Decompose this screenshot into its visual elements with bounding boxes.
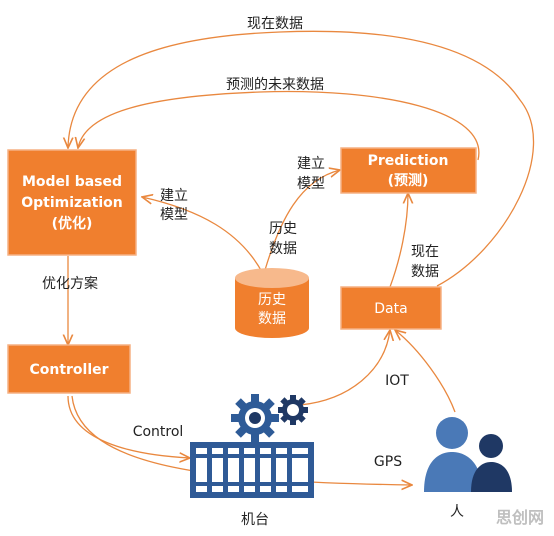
label-control: Control <box>133 424 184 440</box>
optimization-label-1: Model based <box>22 174 122 190</box>
arrow-person-to-data <box>395 330 456 413</box>
label-person: 人 <box>450 504 464 520</box>
optimization-label-3: (优化) <box>52 215 93 232</box>
prediction-label-1: Prediction <box>368 153 449 169</box>
database-cylinder-icon: 历史 数据 <box>235 268 309 338</box>
label-history-data-1: 历史 <box>269 221 297 237</box>
label-predicted-future: 预测的未来数据 <box>226 77 324 93</box>
controller-box: Controller <box>7 344 131 394</box>
label-current-data-right-1: 现在 <box>411 244 439 260</box>
arrow-predicted-future <box>78 90 480 161</box>
arrow-machine-to-data <box>299 330 390 406</box>
prediction-box: Prediction (预测) <box>340 147 477 194</box>
label-iot: IOT <box>385 373 409 389</box>
label-build-model-right-2: 模型 <box>297 176 325 192</box>
arrow-data-to-prediction <box>389 193 408 288</box>
label-build-model-left-2: 模型 <box>160 207 188 223</box>
label-history-data-2: 数据 <box>269 241 297 257</box>
optimization-box: Model based Optimization (优化) <box>7 149 137 256</box>
label-machine: 机台 <box>241 512 269 528</box>
arrow-build-model-left <box>142 197 263 273</box>
label-gps: GPS <box>374 454 402 470</box>
data-label: Data <box>374 301 407 317</box>
connector-arrows <box>67 30 535 485</box>
label-build-model-right-1: 建立 <box>297 156 325 172</box>
watermark: 思创网 <box>496 508 544 527</box>
small-gear-icon <box>278 395 308 425</box>
arrow-control-to-person <box>71 395 412 485</box>
conveyor-icon <box>190 442 314 498</box>
large-gear-icon <box>231 394 279 442</box>
label-optimization-plan: 优化方案 <box>42 275 98 292</box>
optimization-label-2: Optimization <box>21 195 122 211</box>
people-icon <box>424 417 512 492</box>
arrow-build-model-right <box>264 170 340 271</box>
history-db-label-2: 数据 <box>258 311 286 327</box>
label-build-model-left-1: 建立 <box>160 188 188 204</box>
history-db-label-1: 历史 <box>258 292 286 308</box>
label-current-data-top: 现在数据 <box>247 16 303 32</box>
arrow-control-to-machine <box>67 395 190 458</box>
arrow-current-data-loop <box>68 30 535 287</box>
label-current-data-right-2: 数据 <box>411 264 439 280</box>
prediction-label-2: (预测) <box>388 172 429 189</box>
data-box: Data <box>340 286 442 330</box>
gear-conveyor-icon <box>190 394 314 498</box>
controller-label: Controller <box>29 362 108 378</box>
